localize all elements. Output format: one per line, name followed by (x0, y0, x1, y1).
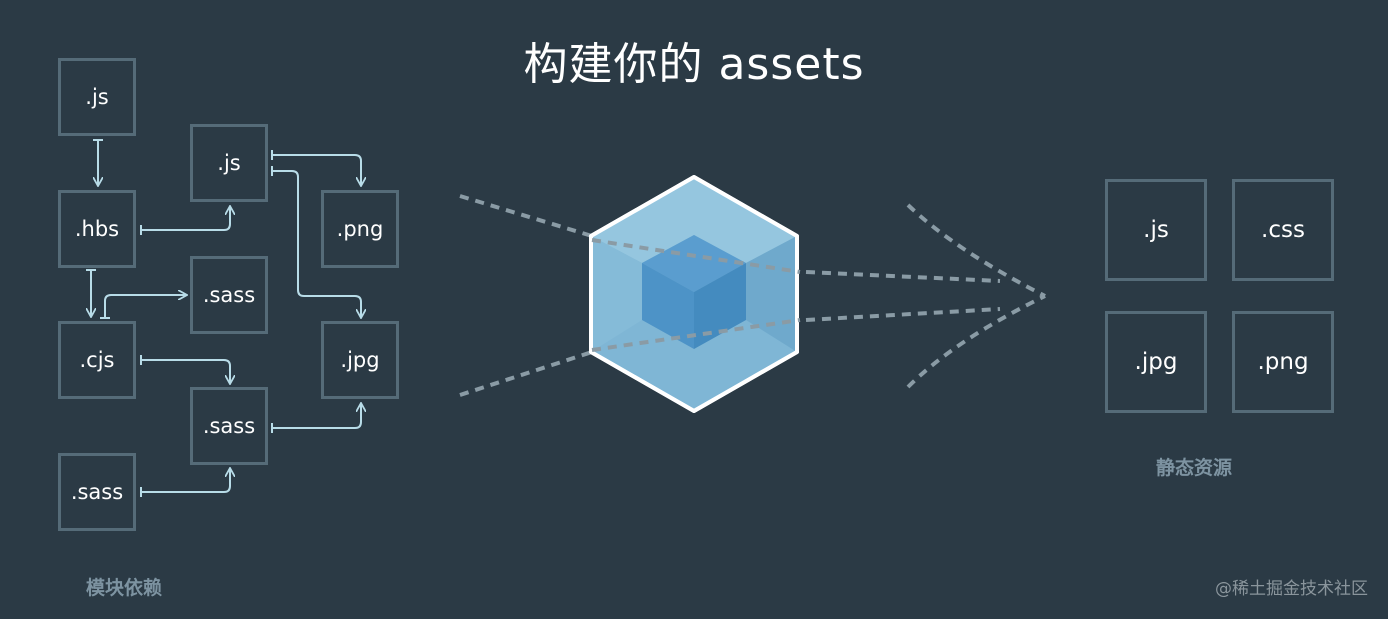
watermark: @稀土掘金技术社区 (1215, 579, 1368, 599)
dep-arrow-js-jpg (272, 171, 361, 317)
module-box-js: .js (190, 124, 268, 202)
output-label: .js (1143, 217, 1169, 243)
output-dash-bottom-curve (906, 294, 1046, 389)
cube-dash-lower (591, 318, 801, 352)
output-dash-top-curve (906, 203, 1046, 298)
module-box-cjs: .cjs (58, 321, 136, 399)
dep-arrow-sass-jpg (272, 404, 361, 428)
output-label: .png (1257, 349, 1309, 375)
module-box-jpg: .jpg (321, 321, 399, 399)
output-dash-1 (805, 270, 1001, 283)
input-dash-top (459, 194, 593, 238)
modules-caption: 模块依赖 (86, 577, 163, 599)
module-label: .png (336, 217, 384, 241)
module-label: .jpg (340, 348, 380, 372)
cube-dash-upper (591, 238, 801, 274)
module-box-js: .js (58, 58, 136, 136)
output-label: .css (1261, 217, 1305, 243)
output-box-css: .css (1232, 179, 1334, 281)
module-box-sass: .sass (58, 453, 136, 531)
dep-arrow-js-png (272, 155, 361, 185)
module-label: .hbs (74, 217, 120, 241)
webpack-cube-logo (589, 175, 799, 413)
module-label: .js (85, 85, 109, 109)
diagram-title: 构建你的 assets (523, 39, 865, 90)
output-box-png: .png (1232, 311, 1334, 413)
module-label: .sass (202, 283, 256, 307)
output-dash-2 (805, 307, 1001, 322)
input-dash-bottom (459, 350, 593, 397)
static-assets-caption: 静态资源 (1156, 457, 1233, 479)
output-box-js: .js (1105, 179, 1207, 281)
module-label: .sass (70, 480, 124, 504)
output-label: .jpg (1134, 349, 1178, 375)
output-box-jpg: .jpg (1105, 311, 1207, 413)
module-box-png: .png (321, 190, 399, 268)
module-box-sass: .sass (190, 387, 268, 465)
dep-arrow-sass-sass (141, 469, 230, 492)
dep-arrow-hbs-js (141, 207, 230, 230)
dep-arrow-cjs-sass (105, 295, 186, 318)
module-label: .cjs (79, 348, 115, 372)
dep-arrow-cjs-sass2 (141, 360, 230, 383)
module-label: .sass (202, 414, 256, 438)
module-box-sass: .sass (190, 256, 268, 334)
module-box-hbs: .hbs (58, 190, 136, 268)
module-label: .js (217, 151, 241, 175)
